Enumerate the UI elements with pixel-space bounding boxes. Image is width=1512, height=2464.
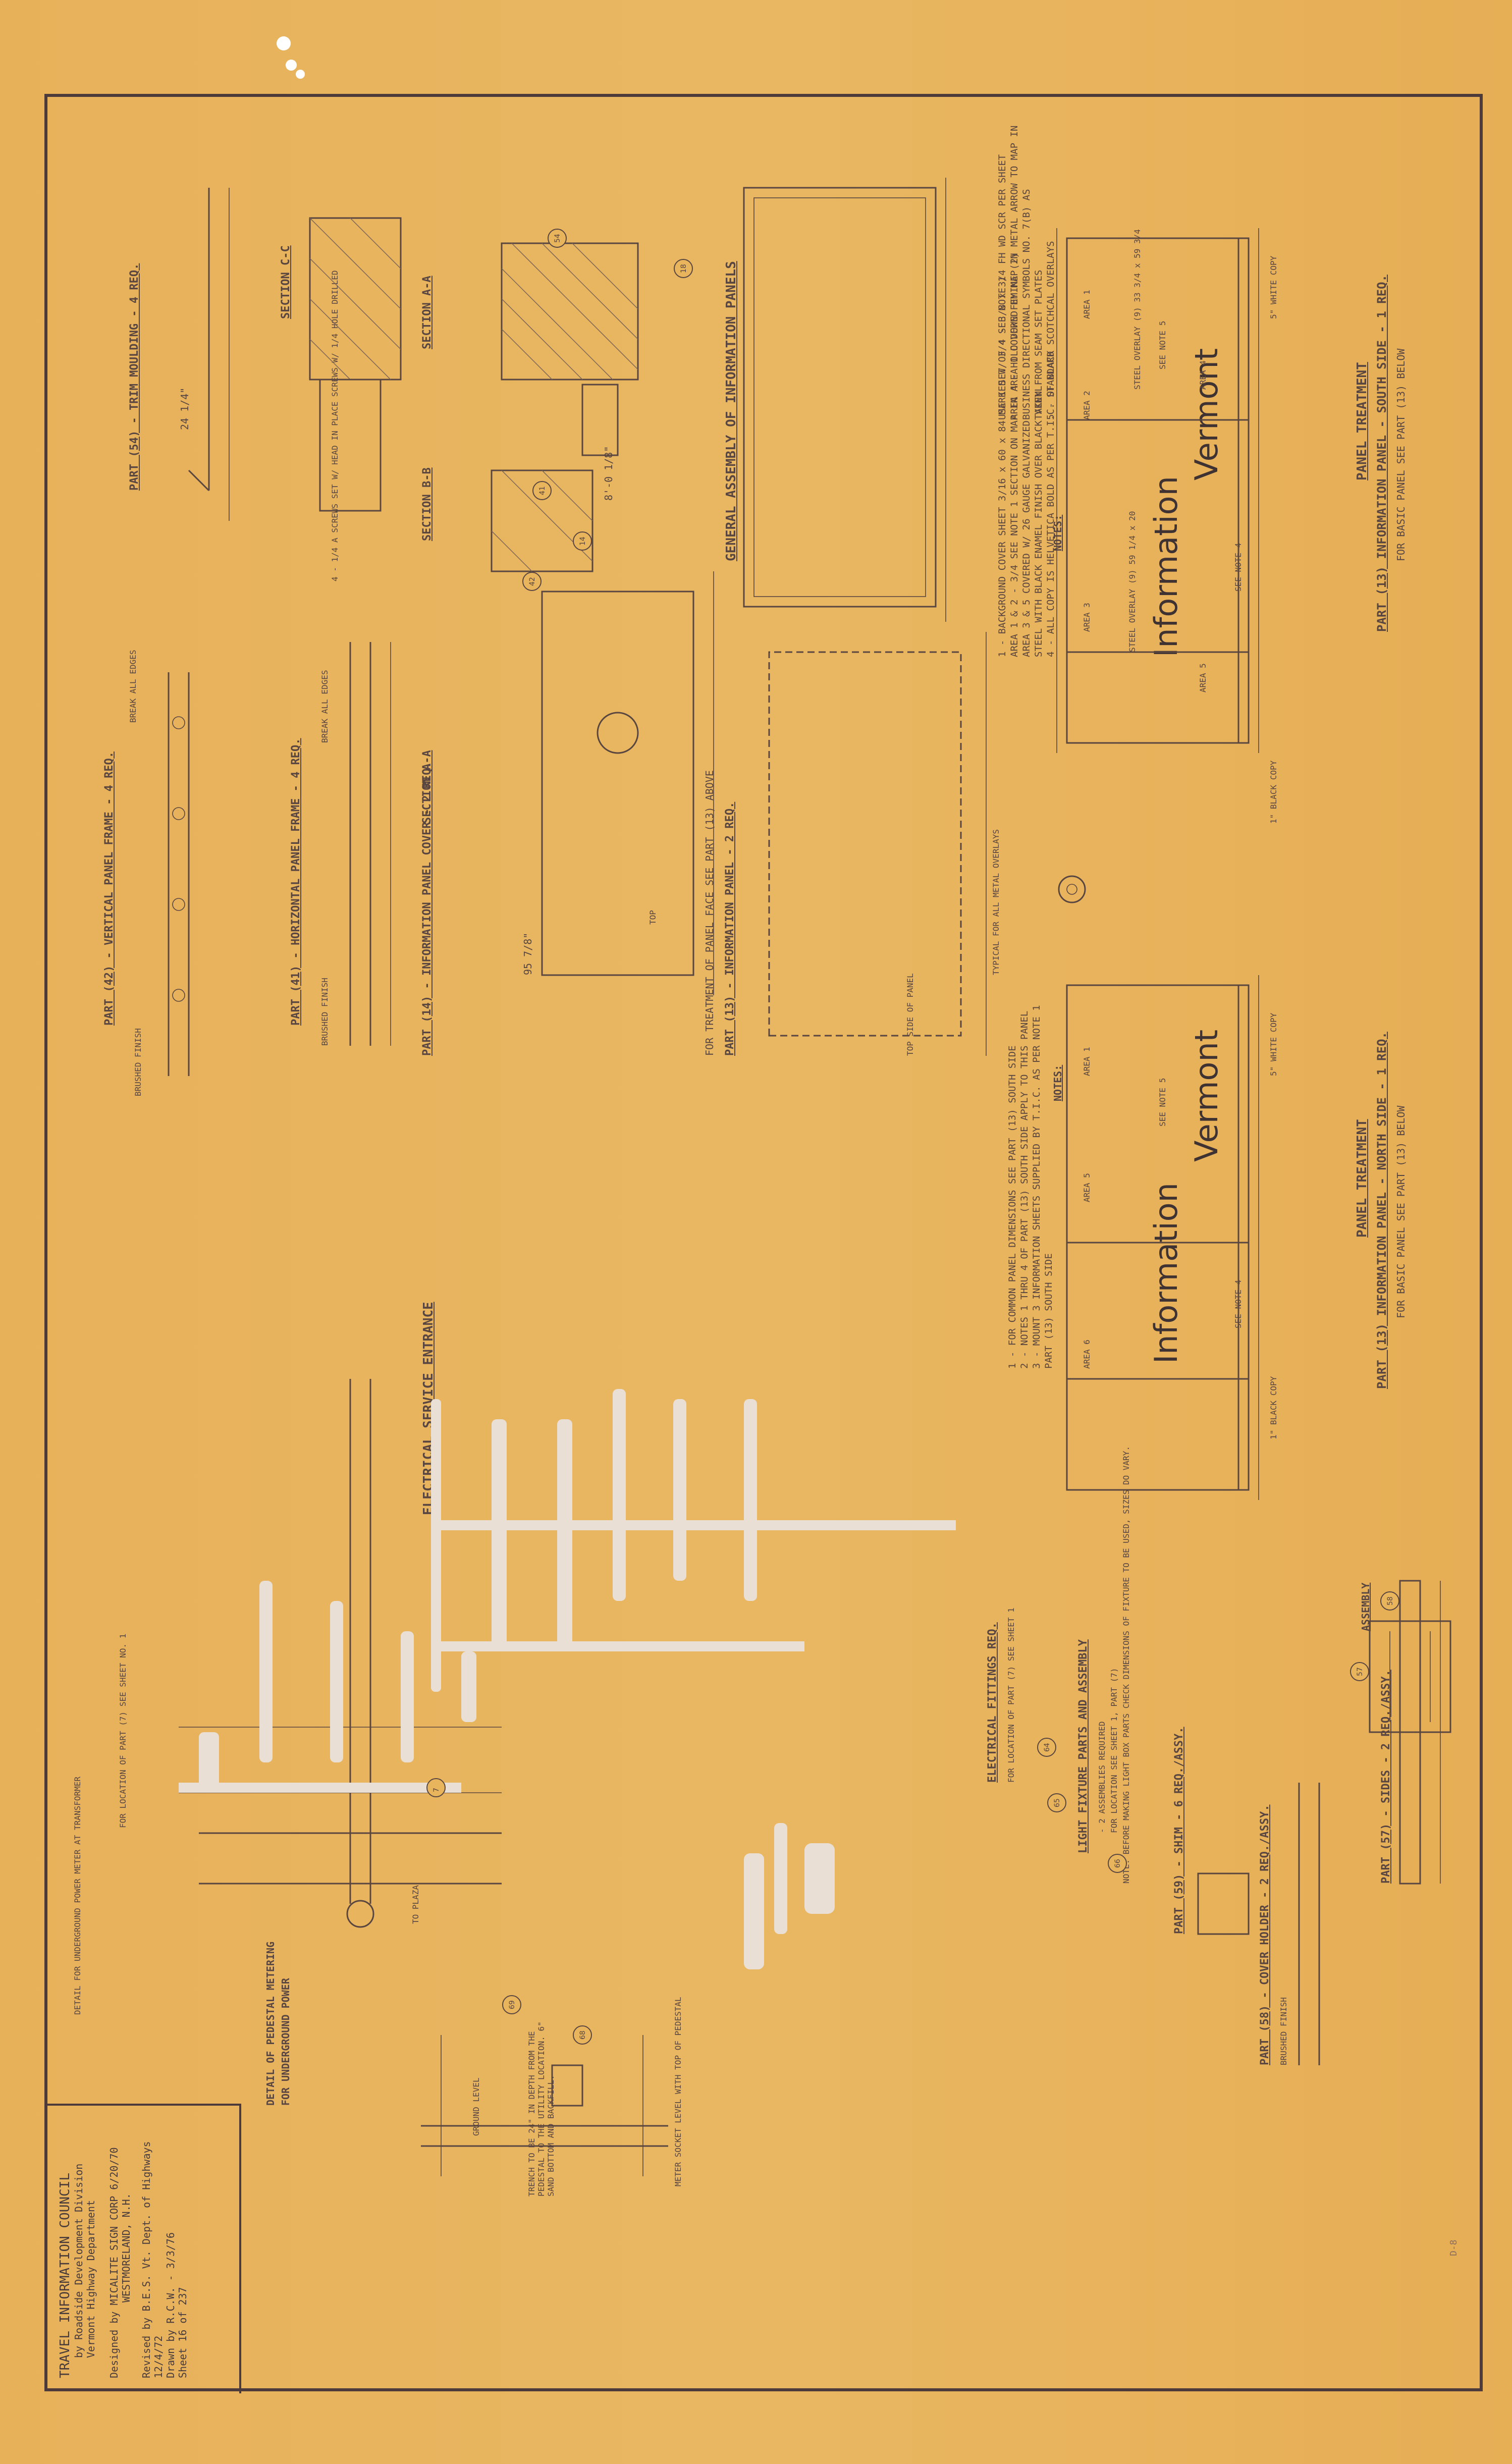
- rotated-drawing-layer: PANEL TREATMENT PART (13) INFORMATION PA…: [47, 97, 1480, 2388]
- light-fixture-box: [1369, 1620, 1451, 1733]
- svg-text:66: 66: [1114, 1859, 1122, 1868]
- designed-by: Designed by MICALITE SIGN CORP 6/20/70: [108, 2147, 120, 2378]
- sheet-number: Sheet 16 of 237: [177, 2287, 189, 2378]
- information-panel-outline: [768, 651, 962, 1037]
- corner-mark: D-8: [1448, 2239, 1459, 2256]
- punch-hole: [286, 60, 297, 71]
- svg-text:68: 68: [579, 2030, 587, 2040]
- general-assembly-panel: [743, 187, 937, 608]
- svg-text:58: 58: [1386, 1596, 1394, 1605]
- svg-text:65: 65: [1053, 1798, 1061, 1807]
- svg-text:69: 69: [508, 2000, 516, 2009]
- drawing-border: [44, 94, 1483, 2391]
- south-panel-outline: [1066, 237, 1250, 744]
- section-aa-block: [501, 242, 639, 381]
- title-line-2: by Roadside Development Division: [73, 2163, 85, 2358]
- svg-text:41: 41: [538, 486, 547, 495]
- north-panel-outline: [1066, 984, 1250, 1491]
- designed-by-location: WESTMORELAND, N.H.: [120, 2193, 132, 2302]
- reference-bubbles: 18 54 41 14 42 64 65 66 57 58 68 69 7: [426, 229, 1399, 2045]
- drawn-by: Drawn by R.C.W. - 3/3/76: [165, 2232, 177, 2378]
- svg-text:42: 42: [528, 577, 536, 586]
- line-drawing: 18 54 41 14 42 64 65 66 57 58 68 69 7: [168, 178, 1451, 2176]
- title-block: TRAVEL INFORMATION COUNCIL by Roadside D…: [47, 2104, 241, 2393]
- svg-text:14: 14: [579, 537, 587, 546]
- revised-by: Revised by B.E.S. Vt. Dept. of Highways …: [140, 2141, 165, 2378]
- svg-text:57: 57: [1356, 1667, 1364, 1676]
- svg-text:64: 64: [1043, 1743, 1051, 1752]
- title-line-3: Vermont Highway Department: [85, 2200, 97, 2358]
- section-cc-block: [309, 217, 402, 381]
- svg-text:54: 54: [554, 234, 562, 243]
- punch-hole: [277, 36, 291, 50]
- cover-outline: [541, 591, 694, 976]
- svg-text:7: 7: [433, 1788, 441, 1792]
- svg-text:18: 18: [680, 264, 688, 273]
- punch-hole: [296, 70, 305, 79]
- title-line-1: TRAVEL INFORMATION COUNCIL: [58, 2173, 73, 2378]
